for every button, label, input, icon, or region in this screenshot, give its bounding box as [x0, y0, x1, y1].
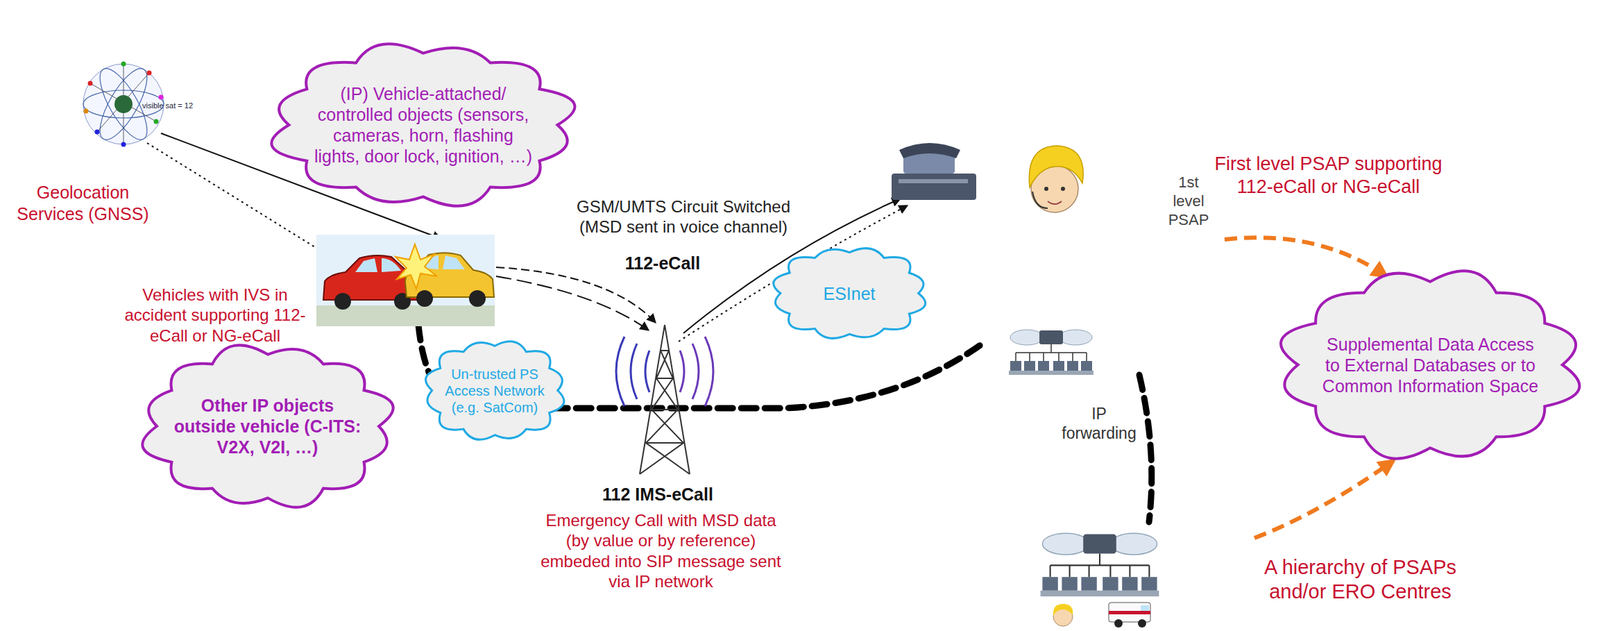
ambulance [1140, 605, 1150, 611]
ip-forwarding-path [1139, 374, 1152, 522]
annotation-label: A hierarchy of PSAPs and/or ERO Centres [1244, 555, 1477, 605]
orange-arrow [1224, 237, 1387, 277]
operator-head [1047, 201, 1062, 204]
gnss-globe [88, 81, 93, 87]
gnss-globe [121, 61, 127, 67]
cloud-text-box: Supplemental Data Access to External Dat… [1317, 333, 1543, 397]
operator-head [1028, 145, 1084, 188]
annotation-label: Emergency Call with MSD data (by value o… [534, 509, 788, 592]
operator-head [1028, 145, 1084, 213]
cloud-label: Other IP objects outside vehicle (C-ITS:… [173, 394, 363, 458]
cloud-node: (IP) Vehicle-attached/ controlled object… [255, 30, 592, 220]
crash-cars [416, 290, 433, 307]
cloud-shape [773, 248, 926, 339]
annotation-label: 112 IMS-eCall [577, 483, 738, 506]
crash-cars [316, 234, 495, 327]
annotation-label: 1st level PSAP [1166, 173, 1211, 229]
cloud-node: Un-trusted PS Access Network (e.g. SatCo… [416, 331, 574, 449]
cloud-shape [425, 341, 564, 440]
annotation-label: Geolocation Services (GNSS) [8, 181, 158, 225]
gnss-globe [114, 95, 133, 114]
operator-head [1044, 186, 1049, 191]
crash-cars [334, 292, 352, 310]
cloud-text-box: ESInet [790, 283, 908, 304]
annotation-label: GSM/UMTS Circuit Switched (MSD sent in v… [555, 196, 812, 238]
radio-link [496, 267, 656, 323]
gnss-globe [95, 129, 100, 135]
cloud-shape [1280, 270, 1580, 458]
annotation-label: 112-eCall [614, 252, 712, 275]
annotation-label: Vehicles with IVS in accident supporting… [114, 284, 316, 346]
radio-tower [616, 324, 714, 474]
cloud-node: ESInet [763, 239, 936, 347]
cloud-label: (IP) Vehicle-attached/ controlled object… [308, 83, 538, 167]
psap-switch [899, 142, 961, 159]
cloud-text-box: Un-trusted PS Access Network (e.g. SatCo… [437, 365, 551, 416]
radio-tower [639, 324, 690, 474]
ambulance [1114, 618, 1123, 628]
cloud-outline [255, 30, 592, 220]
crash-cars [469, 290, 486, 307]
gnss-globe [83, 108, 89, 114]
cloud-node: Other IP objects outside vehicle (C-ITS:… [129, 331, 407, 521]
radio-tower [679, 336, 714, 406]
illustration [1040, 532, 1160, 597]
gnss-globe [158, 95, 164, 100]
annotation-label: First level PSAP supporting 112-eCall or… [1198, 152, 1459, 199]
cloud-node: Supplemental Data Access to External Dat… [1264, 255, 1596, 474]
cloud-shape [271, 43, 575, 206]
operator-head [1060, 186, 1066, 191]
ambulance [1108, 602, 1151, 628]
operator-head-small [1053, 603, 1073, 617]
gnss-globe [147, 70, 152, 76]
cloud-label: Un-trusted PS Access Network (e.g. SatCo… [437, 365, 551, 416]
psap-switch [891, 173, 977, 200]
orange-arrow [1254, 460, 1394, 538]
cloud-label: Supplemental Data Access to External Dat… [1317, 333, 1543, 397]
cloud-label: ESInet [790, 283, 908, 304]
cloud-shape [142, 344, 393, 507]
radio-tower [616, 336, 650, 406]
operator-head [1032, 191, 1048, 209]
psap-switch [891, 142, 977, 200]
crash-cars [395, 244, 438, 289]
illustration [1008, 329, 1094, 375]
gnss-globe [154, 119, 159, 125]
psap-switch [898, 179, 968, 184]
satellite-caption: visible sat = 12 [142, 101, 219, 111]
ambulance [1108, 602, 1151, 622]
ambulance [1137, 618, 1147, 628]
radio-link [496, 276, 649, 331]
cloud-text-box: (IP) Vehicle-attached/ controlled object… [308, 83, 538, 167]
gnss-globe [121, 142, 127, 148]
cloud-text-box: Other IP objects outside vehicle (C-ITS:… [173, 394, 363, 458]
operator-head-small [1053, 603, 1073, 626]
crash-cars [355, 258, 402, 272]
crash-cars [316, 234, 495, 327]
annotation-label: IP forwarding [1056, 403, 1143, 443]
ambulance [1108, 610, 1151, 615]
